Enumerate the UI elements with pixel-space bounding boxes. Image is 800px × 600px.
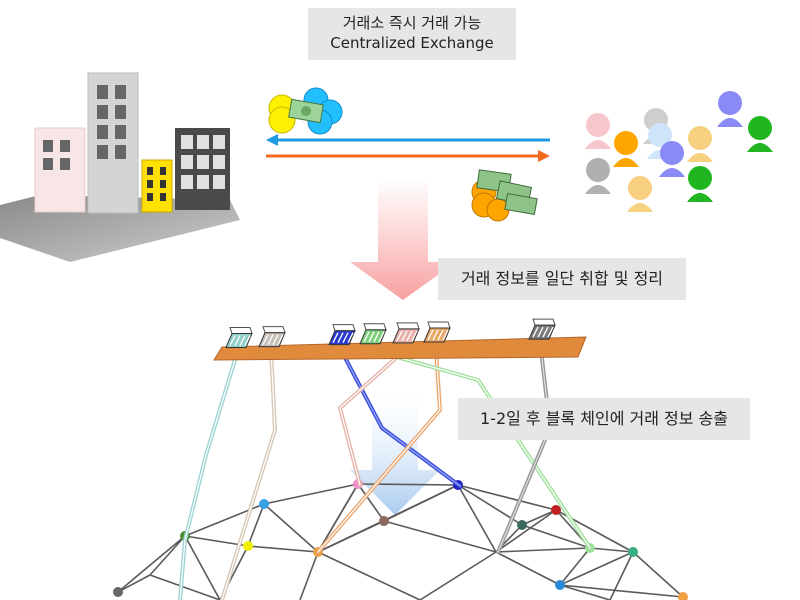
person-icon [747,116,773,152]
exchange-title-english: Centralized Exchange [330,34,494,52]
network-link [299,551,319,600]
network-link [357,483,459,486]
person-icon [613,131,639,167]
data-packet-icon [225,318,556,349]
network-link [559,584,684,598]
crowd-people-icon [585,91,773,212]
network-link [495,509,557,553]
data-packet-icon [423,321,451,343]
person-icon [585,158,611,194]
network-node [243,541,253,551]
network-link [457,484,497,553]
mempool-shelf [213,336,587,361]
network-node [113,587,123,597]
network-link [263,503,319,553]
network-node [517,520,527,530]
network-link [521,509,557,526]
network-link [149,535,186,576]
data-packet-icon [328,324,356,346]
network-link [495,551,561,586]
network-node [555,580,565,590]
exchange-title-box: 거래소 즉시 거래 가능 Centralized Exchange [308,8,516,60]
network-link [609,551,634,600]
data-packet-icon [392,322,420,344]
person-icon [627,176,653,212]
network-link [457,484,557,511]
network-link [521,524,591,549]
network-node [259,499,269,509]
network-link [559,551,634,586]
coin-stack-icon [268,87,343,135]
network-link [383,520,497,553]
network-link [589,547,634,553]
data-packet-icon [225,327,253,349]
network-link [149,574,221,600]
city-buildings-icon [0,72,240,262]
data-packet-icon [258,326,286,348]
coin-stack-icon [471,169,538,222]
transaction-arrows [266,134,550,162]
network-link [559,547,591,586]
packet-wires [178,348,592,600]
down-arrow-icon [350,178,456,300]
person-icon [687,166,713,202]
network-link [357,483,385,522]
person-icon [585,113,611,149]
network-link [263,483,359,505]
step-broadcast-label: 1-2일 후 블록 체인에 거래 정보 송출 [458,398,750,440]
network-node [628,547,638,557]
person-icon [659,141,685,177]
data-packet-icon [359,323,387,345]
network-link [317,551,421,600]
exchange-title-korean: 거래소 즉시 거래 가능 [342,14,482,32]
step-collect-label: 거래 정보를 일단 취합 및 정리 [438,258,686,300]
network-link [117,574,151,593]
network-link [184,535,221,600]
network-link [632,551,684,598]
data-packet-icon [528,318,556,340]
network-link [247,503,265,547]
network-link [117,535,186,593]
network-link [559,584,611,600]
network-link [317,483,359,553]
person-icon [687,126,713,162]
person-icon [717,91,743,127]
network-node [379,516,389,526]
network-node [678,592,688,600]
network-link [495,547,591,553]
network-link [247,545,319,553]
network-link [419,551,497,600]
network-node [551,505,561,515]
